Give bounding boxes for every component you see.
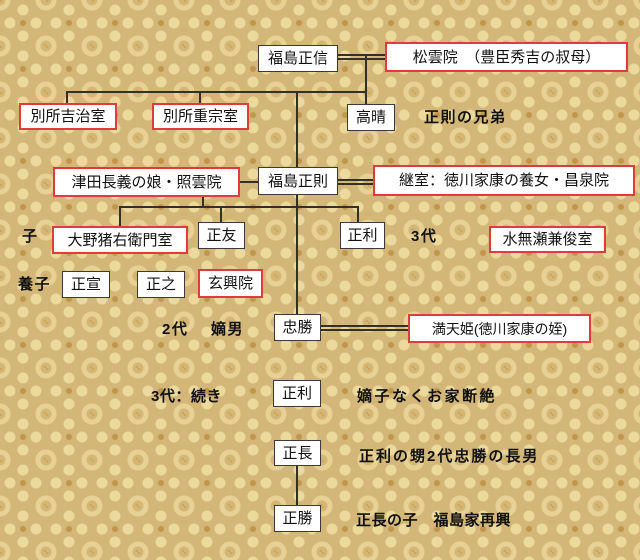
node-oono: 大野猪右衛門室 — [52, 226, 188, 254]
marriage-line-second-wife-top — [338, 179, 373, 181]
label-masanori-siblings: 正則の兄弟 — [424, 109, 507, 126]
marriage-line-tadakatsu-bottom — [320, 329, 408, 331]
node-shounin: 松雲院 （豊臣秀吉の叔母） — [385, 42, 628, 72]
marriage-line-tadakatsu-top — [320, 325, 408, 327]
node-bessho-shigemune: 別所重宗室 — [152, 103, 249, 130]
node-label: 津田長義の娘・照雲院 — [71, 173, 222, 191]
label-adopted: 養子 — [18, 276, 52, 293]
node-masatomo: 正友 — [198, 222, 245, 249]
connector-masanori-to-tadakatsu — [296, 194, 298, 315]
connector-parents-to-children — [365, 56, 367, 92]
drop-to-masatoshi — [357, 206, 359, 222]
node-minase: 水無瀬兼俊室 — [489, 226, 606, 253]
node-label: 松雲院 （豊臣秀吉の叔母） — [412, 48, 601, 66]
node-fukushima-masanobu: 福島正信 — [258, 45, 338, 72]
node-label: 大野猪右衛門室 — [67, 231, 173, 249]
node-label: 正宣 — [70, 276, 101, 293]
node-label: 正友 — [206, 227, 237, 244]
node-label: 別所吉治室 — [30, 108, 106, 125]
label-chakunan: 嫡男 — [211, 321, 245, 338]
marriage-line-first-wife — [240, 181, 258, 183]
node-masakatsu: 正勝 — [274, 505, 321, 532]
label-dai3-continued: 3代：続き — [151, 388, 222, 405]
connector-wife-to-children — [202, 196, 204, 207]
node-masatoshi-continued: 正利 — [273, 380, 321, 407]
node-matenhime: 満天姫(徳川家康の姪) — [408, 314, 591, 343]
node-label: 高晴 — [355, 109, 386, 126]
node-label: 忠勝 — [282, 319, 313, 336]
node-label: 正利 — [347, 227, 378, 244]
node-masatoshi: 正利 — [340, 222, 385, 249]
node-label: 正長 — [282, 444, 313, 462]
label-dai2: 2代 — [162, 321, 189, 338]
node-takaharu: 高晴 — [347, 104, 395, 131]
node-label: 正利 — [281, 385, 312, 402]
node-masayuki: 正之 — [137, 271, 185, 298]
label-dai3: 3代 — [411, 228, 438, 245]
node-label: 別所重宗室 — [162, 108, 238, 125]
drop-to-oono — [119, 206, 121, 226]
drop-to-masanori — [296, 91, 298, 167]
node-genkoin: 玄興院 — [198, 269, 263, 298]
drop-to-shigemune — [199, 91, 201, 103]
node-label: 正勝 — [282, 510, 313, 527]
node-label: 玄興院 — [207, 275, 253, 292]
node-masanaga: 正長 — [274, 440, 321, 466]
node-label: 水無瀬兼俊室 — [502, 231, 593, 248]
sibling-rail-gen2 — [66, 91, 367, 93]
children-rail-gen3 — [119, 206, 359, 208]
label-masatoshi-note: 嫡子なくお家断絶 — [357, 388, 498, 405]
node-label: 福島正信 — [267, 50, 328, 67]
node-label: 正之 — [145, 276, 176, 293]
marriage-line-masanobu-bottom — [337, 58, 385, 60]
node-fukushima-masanori: 福島正則 — [258, 167, 338, 195]
marriage-line-second-wife-bottom — [338, 183, 373, 185]
node-bessho-yoshiharu: 別所吉治室 — [19, 103, 117, 130]
label-children: 子 — [22, 228, 39, 245]
label-masanaga-note: 正利の甥2代忠勝の長男 — [359, 448, 540, 465]
connector-masanaga-to-masakatsu — [296, 465, 298, 506]
label-masakatsu-note: 正長の子 福島家再興 — [356, 512, 512, 529]
node-label: 福島正則 — [267, 172, 328, 190]
node-keishitsu-shousenin: 継室：徳川家康の養女・昌泉院 — [373, 165, 635, 196]
node-tsuda-shouunin: 津田長義の娘・照雲院 — [53, 167, 240, 197]
drop-to-takaharu — [365, 91, 367, 104]
node-label: 満天姫(徳川家康の姪) — [431, 320, 568, 337]
drop-to-masatomo — [220, 206, 222, 222]
marriage-line-masanobu-top — [337, 54, 385, 56]
node-masanobu-adopted: 正宣 — [62, 271, 110, 298]
node-label: 継室：徳川家康の養女・昌泉院 — [398, 172, 609, 189]
drop-to-yoshiharu — [66, 91, 68, 103]
node-tadakatsu: 忠勝 — [274, 314, 321, 341]
